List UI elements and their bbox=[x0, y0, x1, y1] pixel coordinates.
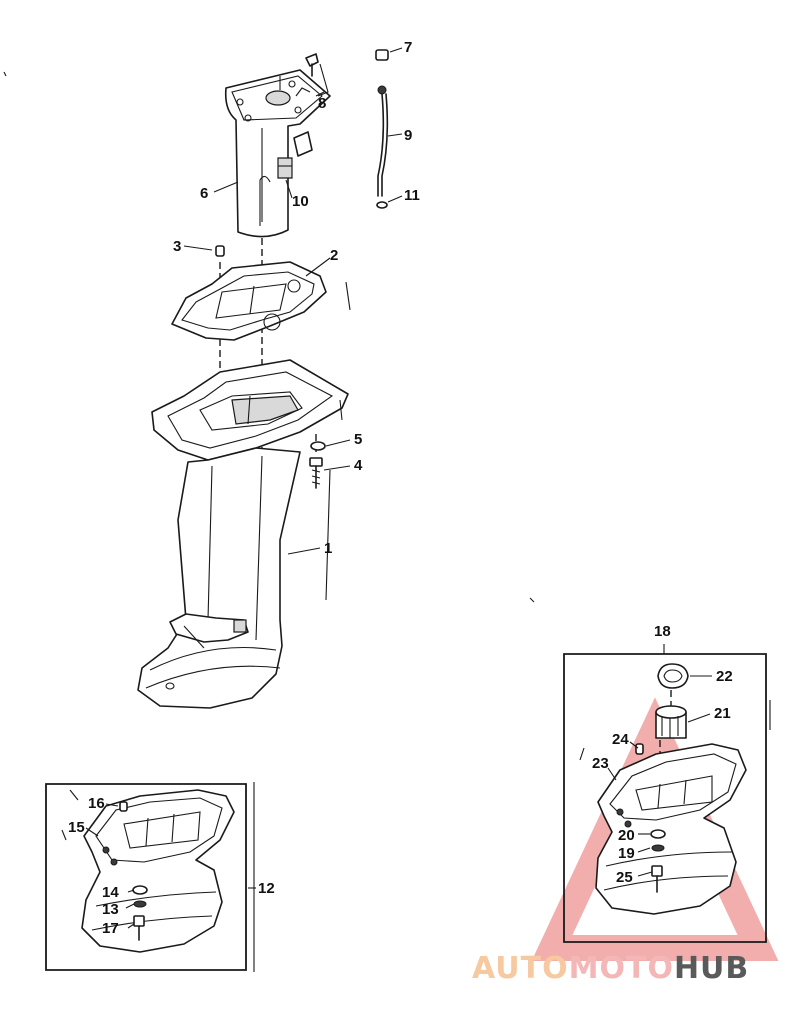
part-9-dipstick bbox=[375, 49, 389, 209]
callout-23: 23 bbox=[592, 755, 609, 772]
inset-box-part-18 bbox=[563, 644, 771, 943]
watermark-logo: AUTOMOTOHUB bbox=[472, 951, 749, 986]
callout-21: 21 bbox=[714, 705, 731, 722]
callout-16: 16 bbox=[88, 795, 105, 812]
part-10-block bbox=[277, 131, 313, 179]
callout-6: 6 bbox=[200, 185, 208, 202]
watermark-part-moto: MOTO bbox=[569, 951, 674, 986]
part-3-pin bbox=[215, 245, 225, 257]
part-2-gasket bbox=[171, 261, 327, 341]
callout-5: 5 bbox=[354, 431, 362, 448]
callout-14: 14 bbox=[102, 884, 119, 901]
part-5-washer bbox=[310, 441, 326, 451]
callout-9: 9 bbox=[404, 127, 412, 144]
callout-18: 18 bbox=[654, 623, 671, 640]
callout-25: 25 bbox=[616, 869, 633, 886]
part-8-screw bbox=[295, 53, 329, 97]
part-4-bolt bbox=[309, 457, 323, 489]
callout-22: 22 bbox=[716, 668, 733, 685]
callout-19: 19 bbox=[618, 845, 635, 862]
callout-20: 20 bbox=[618, 827, 635, 844]
decorative-marks bbox=[3, 71, 535, 603]
callout-24: 24 bbox=[612, 731, 629, 748]
callout-3: 3 bbox=[173, 238, 181, 255]
inset-box-part-12 bbox=[45, 782, 255, 972]
part-6-upper-housing bbox=[224, 69, 331, 238]
callout-8: 8 bbox=[318, 95, 326, 112]
callout-12: 12 bbox=[258, 880, 275, 897]
callout-10: 10 bbox=[292, 193, 309, 210]
callout-1: 1 bbox=[324, 540, 332, 557]
callout-13: 13 bbox=[102, 901, 119, 918]
callout-2: 2 bbox=[330, 247, 338, 264]
callout-4: 4 bbox=[354, 457, 363, 474]
watermark-part-auto: AUTO bbox=[472, 951, 569, 986]
part-1-driveshaft-housing bbox=[137, 359, 349, 709]
callout-15: 15 bbox=[68, 819, 85, 836]
callout-7: 7 bbox=[404, 39, 412, 56]
watermark-part-hub: HUB bbox=[674, 951, 749, 986]
leader-lines bbox=[85, 47, 712, 929]
svg-text:AUTOMOTOHUB: AUTOMOTOHUB bbox=[472, 951, 749, 986]
callout-11: 11 bbox=[404, 187, 420, 204]
callout-labels: 1 2 3 4 5 6 7 8 9 10 11 12 13 14 15 16 1… bbox=[68, 39, 733, 937]
callout-17: 17 bbox=[102, 920, 119, 937]
